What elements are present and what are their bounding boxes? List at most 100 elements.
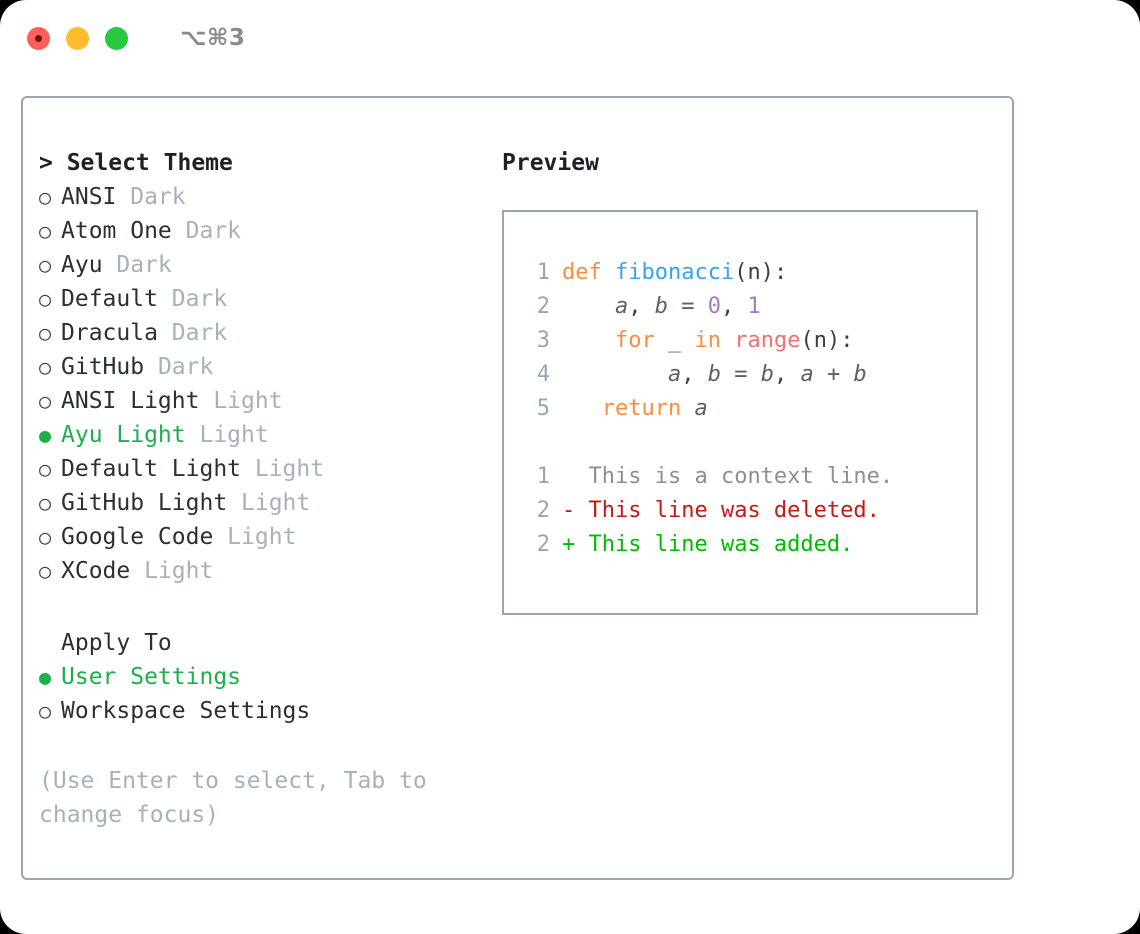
code-token: b	[707, 362, 721, 387]
theme-option-default-light[interactable]: ○ Default Light Light	[39, 452, 479, 486]
radio-unselected-icon: ○	[39, 389, 52, 413]
theme-option-variant: Dark	[171, 218, 242, 244]
code-line-number: 1	[536, 260, 550, 285]
radio-unselected-icon: ○	[39, 287, 52, 311]
code-token: fibonacci	[615, 260, 735, 285]
code-token: (n):	[734, 260, 788, 285]
theme-option-ayu[interactable]: ○Ayu Dark	[39, 248, 479, 282]
code-token: return	[601, 396, 682, 421]
code-line: 1 def fibonacci(n):	[516, 256, 976, 290]
preview-heading: Preview	[502, 150, 599, 176]
diff-line: 2- This line was deleted.	[516, 494, 976, 528]
code-token: ,	[628, 294, 655, 319]
apply-to-option-name: Workspace Settings	[61, 698, 311, 724]
code-token: (n):	[800, 328, 854, 353]
theme-option-name: GitHub	[61, 354, 145, 380]
theme-option-variant: Light	[199, 388, 283, 414]
code-line-content: return a	[562, 392, 708, 426]
radio-unselected-icon: ○	[39, 185, 52, 209]
apply-to-option-user-settings[interactable]: ● User Settings	[39, 660, 479, 694]
theme-option-default[interactable]: ○Default Dark	[39, 282, 479, 316]
code-token: ,	[773, 362, 801, 387]
theme-option-ansi-light[interactable]: ○ ANSI Light Light	[39, 384, 479, 418]
minimize-window-icon[interactable]	[66, 26, 89, 50]
code-token: b	[853, 362, 867, 387]
code-line-number: 5	[536, 396, 550, 421]
code-line-number: 2	[536, 294, 550, 319]
code-token: ,	[681, 362, 708, 387]
code-token	[562, 294, 615, 319]
code-line: 5 return a	[516, 392, 976, 426]
theme-option-github-light[interactable]: ○GitHub Light Light	[39, 486, 479, 520]
diff-line-number: 2	[536, 532, 550, 557]
radio-unselected-icon: ○	[39, 253, 52, 277]
window-traffic-lights	[27, 26, 128, 50]
theme-option-google-code[interactable]: ○Google Code Light	[39, 520, 479, 554]
theme-option-github[interactable]: ○GitHub Dark	[39, 350, 479, 384]
code-token: 1	[747, 294, 761, 319]
apply-to-option-name: User Settings	[61, 664, 242, 690]
diff-line-text: This is a context line.	[588, 464, 894, 489]
theme-option-name: Atom One	[61, 218, 172, 244]
diff-line-sign: +	[562, 532, 589, 557]
theme-option-name: GitHub Light	[61, 490, 228, 516]
select-theme-heading: > Select Theme	[39, 150, 233, 176]
code-token: a	[667, 362, 682, 387]
radio-unselected-icon: ○	[39, 457, 52, 481]
code-token	[562, 396, 602, 421]
theme-option-name: Default Light	[61, 456, 242, 482]
code-token: a	[614, 294, 629, 319]
diff-line-text: This line was added.	[588, 532, 854, 557]
code-line: 2 a, b = 0, 1	[516, 290, 976, 324]
diff-line-sign	[562, 460, 589, 494]
code-token: range	[734, 328, 801, 353]
code-token: +	[813, 362, 854, 387]
theme-option-dracula[interactable]: ○Dracula Dark	[39, 316, 479, 350]
code-token: 0	[707, 294, 721, 319]
theme-option-ansi[interactable]: ○ANSI Dark	[39, 180, 479, 214]
column-spacer	[39, 588, 479, 626]
code-token	[602, 260, 615, 285]
code-token: b	[760, 362, 774, 387]
radio-selected-icon: ●	[39, 423, 52, 447]
maximize-window-icon[interactable]	[105, 26, 128, 50]
theme-option-xcode[interactable]: ○XCode Light	[39, 554, 479, 588]
theme-option-atom-one[interactable]: ○Atom One Dark	[39, 214, 479, 248]
preview-column: Preview 1 def fibonacci(n):2 a, b = 0, 1 3…	[502, 146, 982, 615]
theme-option-ayu-light[interactable]: ● Ayu Light Light	[39, 418, 479, 452]
diff-line: 2 + This line was added.	[516, 528, 976, 562]
radio-selected-icon: ●	[39, 665, 52, 689]
theme-option-variant: Light	[185, 422, 269, 448]
apply-to-option-workspace-settings[interactable]: ○Workspace Settings	[39, 694, 479, 728]
theme-option-variant: Light	[241, 456, 325, 482]
code-token: for	[614, 328, 655, 353]
code-diff-separator	[516, 426, 976, 460]
keyboard-hint-text: (Use Enter to select, Tab to change focu…	[39, 768, 441, 828]
theme-option-variant: Dark	[102, 252, 172, 278]
theme-option-name: Dracula	[61, 320, 158, 346]
code-line-number: 3	[536, 328, 550, 353]
theme-option-variant: Dark	[116, 184, 186, 210]
theme-option-name: Ayu Light	[61, 422, 186, 448]
radio-unselected-icon: ○	[39, 525, 52, 549]
code-line: 4 a, b = b, a + b	[516, 358, 976, 392]
diff-line-sign: -	[562, 498, 589, 523]
code-token: a	[800, 362, 814, 387]
code-token	[655, 328, 668, 353]
code-line-content: def fibonacci(n):	[562, 256, 787, 290]
theme-option-variant: Light	[227, 490, 311, 516]
code-line-number: 4	[536, 362, 550, 387]
radio-unselected-icon: ○	[39, 321, 52, 345]
theme-option-name: ANSI Light	[61, 388, 200, 414]
code-token	[562, 328, 615, 353]
close-window-icon[interactable]	[27, 26, 50, 50]
diff-line: 1 This is a context line.	[516, 460, 976, 494]
apply-to-heading: Apply To	[61, 630, 172, 656]
code-token	[562, 362, 668, 387]
diff-line-text: This line was deleted.	[588, 498, 880, 523]
diff-sample: 1 This is a context line.2- This line wa…	[516, 460, 976, 562]
theme-option-variant: Light	[130, 558, 214, 584]
main-panel: > Select Theme ○ANSI Dark○Atom One Dark○…	[21, 96, 1014, 880]
